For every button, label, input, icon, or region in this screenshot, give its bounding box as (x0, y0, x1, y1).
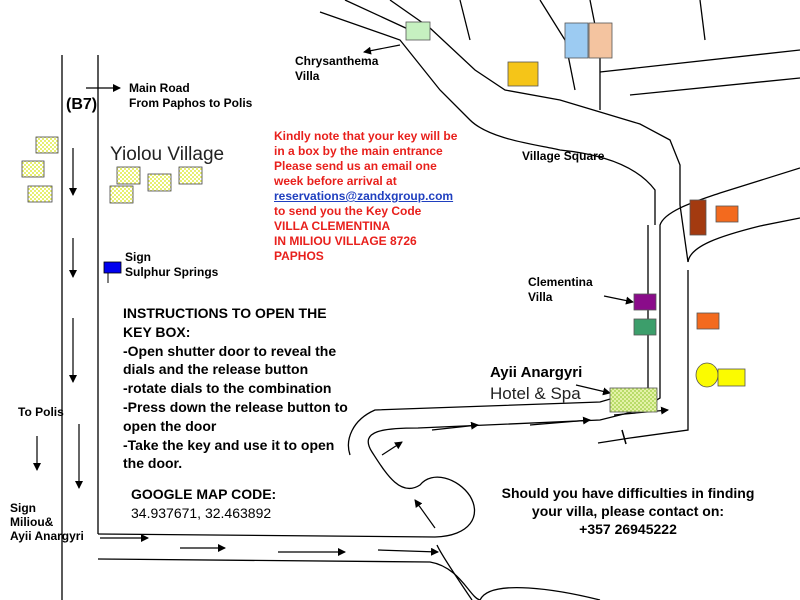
contact-line: Should you have difficulties in finding (501, 485, 755, 501)
note-line: VILLA CLEMENTINA (274, 219, 391, 233)
sulphur-sign (103, 261, 122, 283)
contact-phone: +357 26945222 (579, 521, 677, 537)
keybox-instructions: INSTRUCTIONS TO OPEN THE KEY BOX: -Open … (123, 304, 348, 473)
ayii-hotel-label: Hotel & Spa (490, 384, 581, 403)
contact-box: Should you have difficulties in finding … (478, 484, 778, 538)
contact-line: your villa, please contact on: (531, 503, 725, 519)
winding-road (97, 167, 800, 600)
instruction-line: dials and the release button (123, 361, 309, 378)
ayii-anargyri-hotel (609, 387, 658, 413)
to-polis-label: To Polis (18, 405, 64, 419)
note-line: week before arrival at (274, 174, 397, 188)
instruction-line: -rotate dials to the combination (123, 380, 332, 397)
instruction-line: KEY BOX: (123, 323, 191, 340)
main-road-b7 (61, 55, 99, 600)
instruction-line: -Open shutter door to reveal the (123, 342, 337, 359)
note-line: IN MILIOU VILLAGE 8726 (274, 234, 417, 248)
note-line: Please send us an email one (274, 159, 437, 173)
villas (405, 21, 746, 413)
instruction-line: -Press down the release button to (123, 398, 348, 415)
sulphur-label: Sign Sulphur Springs (125, 250, 219, 279)
miliou-sign-label: Sign Miliou& Ayii Anargyri (10, 501, 84, 543)
ayii-name-label: Ayii Anargyri (490, 364, 583, 381)
key-note: Kindly note that your key will be in a b… (274, 129, 457, 264)
main-road-label: Main Road From Paphos to Polis (129, 81, 253, 110)
note-line: PAPHOS (274, 249, 324, 263)
clementina-villa (633, 293, 657, 311)
google-map-coords: 34.937671, 32.463892 (131, 505, 272, 521)
google-map-title: GOOGLE MAP CODE: (131, 486, 277, 502)
direction-arrows (33, 44, 669, 556)
hotel-marker (621, 429, 627, 445)
chrysanthema-villa (405, 21, 431, 41)
email-link[interactable]: reservations@zandxgroup.com (274, 189, 454, 203)
note-line: Kindly note that your key will be (274, 129, 458, 143)
clementina-label: Clementina Villa (528, 275, 593, 304)
village-label: Yiolou Village (110, 144, 225, 165)
chrysanthema-label: Chrysanthema Villa (295, 54, 379, 83)
note-line: in a box by the main entrance (274, 144, 443, 158)
village-square-label: Village Square (522, 149, 605, 163)
instruction-line: INSTRUCTIONS TO OPEN THE (123, 305, 327, 321)
note-line: to send you the Key Code (274, 204, 422, 218)
yiolou-houses (21, 136, 203, 204)
b7-label: (B7) (66, 96, 98, 113)
instruction-line: the door. (123, 455, 183, 472)
instruction-line: open the door (123, 417, 217, 434)
instruction-line: -Take the key and use it to open (123, 436, 335, 453)
